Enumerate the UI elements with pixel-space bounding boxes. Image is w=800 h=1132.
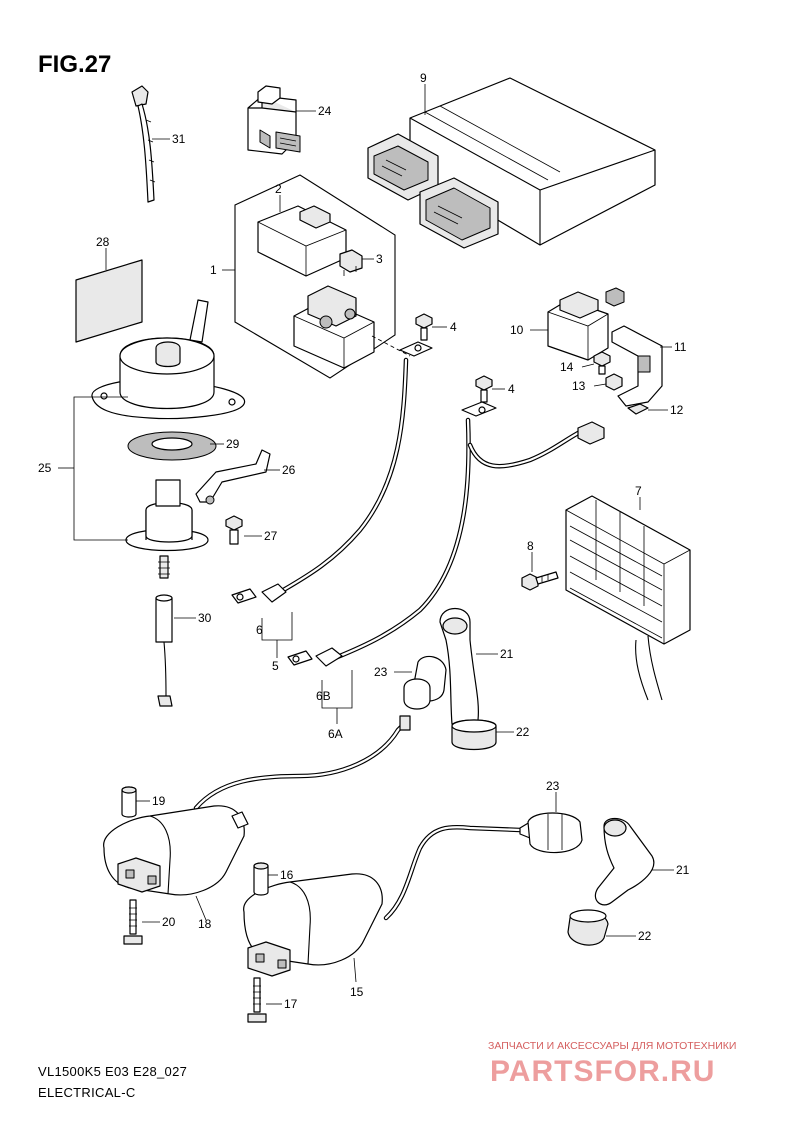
section-name: ELECTRICAL-C bbox=[38, 1085, 136, 1100]
part-ignition-coil-rear[interactable] bbox=[243, 824, 523, 977]
callout-6a: 6A bbox=[328, 727, 343, 741]
part-bracket-clip[interactable] bbox=[627, 403, 649, 415]
part-bracket-nut[interactable] bbox=[605, 373, 623, 391]
callout-16: 16 bbox=[280, 868, 294, 882]
part-cable-tie[interactable] bbox=[131, 85, 156, 203]
part-mount-bracket[interactable] bbox=[195, 449, 271, 505]
part-regulator[interactable] bbox=[565, 495, 691, 701]
part-flanged-sensor[interactable] bbox=[125, 479, 209, 579]
watermark-logo[interactable]: PARTSFOR.RU bbox=[490, 1055, 715, 1088]
part-flange-unit[interactable] bbox=[91, 299, 246, 420]
part-fuse[interactable] bbox=[339, 249, 363, 276]
callout-27: 27 bbox=[264, 529, 278, 543]
part-bracket-bolt[interactable] bbox=[225, 515, 243, 545]
callout-14: 14 bbox=[560, 360, 574, 374]
assembly-outline bbox=[234, 174, 396, 379]
callout-1: 1 bbox=[210, 263, 217, 277]
part-ecm[interactable] bbox=[367, 77, 656, 249]
part-cap-boot-upper[interactable] bbox=[403, 655, 447, 710]
callout-24: 24 bbox=[318, 104, 332, 118]
watermark-tagline: ЗАПЧАСТИ И АКСЕССУАРЫ ДЛЯ МОТОТЕХНИКИ bbox=[488, 1040, 736, 1052]
callout-11: 11 bbox=[674, 340, 687, 354]
callout-8: 8 bbox=[527, 539, 534, 553]
part-washer[interactable] bbox=[127, 431, 217, 461]
callout-31: 31 bbox=[172, 132, 186, 146]
part-sensor-bracket[interactable] bbox=[611, 325, 663, 407]
callout-12: 12 bbox=[670, 403, 684, 417]
callout-18: 18 bbox=[198, 917, 212, 931]
part-coil-bolt-rear[interactable] bbox=[247, 977, 267, 1023]
figure-title: FIG.27 bbox=[38, 51, 111, 78]
callout-28: 28 bbox=[96, 235, 110, 249]
callout-13: 13 bbox=[572, 379, 586, 393]
callout-10: 10 bbox=[510, 323, 524, 337]
part-ignition-coil-front[interactable] bbox=[103, 715, 411, 896]
callout-23-upper: 23 bbox=[374, 665, 388, 679]
part-bolt-top[interactable] bbox=[415, 313, 433, 341]
part-starter-relay[interactable] bbox=[293, 285, 375, 369]
part-relay-cover[interactable] bbox=[257, 205, 347, 277]
callout-4-top: 4 bbox=[450, 320, 457, 334]
callout-26: 26 bbox=[282, 463, 296, 477]
part-label-sheet[interactable] bbox=[75, 259, 143, 343]
part-bolt-mid[interactable] bbox=[475, 375, 493, 403]
callout-20: 20 bbox=[162, 915, 176, 929]
callout-3: 3 bbox=[376, 252, 383, 266]
part-cap-boot-lower[interactable] bbox=[519, 812, 583, 854]
callout-9: 9 bbox=[420, 71, 427, 85]
part-coil-bolt-front[interactable] bbox=[123, 899, 143, 945]
callout-23-lower: 23 bbox=[546, 779, 560, 793]
callout-2: 2 bbox=[275, 182, 282, 196]
callout-21-upper: 21 bbox=[500, 647, 514, 661]
callout-17: 17 bbox=[284, 997, 298, 1011]
callout-6b: 6B bbox=[316, 689, 331, 703]
callout-25: 25 bbox=[38, 461, 52, 475]
part-plug-cap-lower[interactable] bbox=[594, 817, 655, 906]
part-seal-ring-upper[interactable] bbox=[451, 719, 497, 751]
part-sensor[interactable] bbox=[547, 287, 625, 361]
callout-22-upper: 22 bbox=[516, 725, 530, 739]
part-plug-lead[interactable] bbox=[155, 594, 173, 707]
callout-30: 30 bbox=[198, 611, 212, 625]
part-regulator-bolt[interactable] bbox=[521, 571, 559, 591]
part-battery-lead[interactable] bbox=[231, 341, 433, 604]
part-plug-cap-upper[interactable] bbox=[439, 608, 479, 725]
part-bracket-screw[interactable] bbox=[593, 351, 611, 375]
callout-7: 7 bbox=[635, 484, 642, 498]
model-code: VL1500K5 E03 E28_027 bbox=[38, 1064, 187, 1079]
callout-22-lower: 22 bbox=[638, 929, 652, 943]
callout-6: 6 bbox=[256, 623, 263, 637]
part-seal-ring-lower[interactable] bbox=[567, 909, 609, 946]
callout-15: 15 bbox=[350, 985, 364, 999]
callout-21-lower: 21 bbox=[676, 863, 690, 877]
part-relay[interactable] bbox=[247, 85, 301, 155]
callout-5: 5 bbox=[272, 659, 279, 673]
part-coil-spacer-rear[interactable] bbox=[253, 862, 269, 896]
callout-19: 19 bbox=[152, 794, 166, 808]
callout-4-mid: 4 bbox=[508, 382, 515, 396]
part-ground-lead[interactable] bbox=[287, 401, 605, 667]
part-coil-spacer-front[interactable] bbox=[121, 786, 137, 818]
callout-29: 29 bbox=[226, 437, 240, 451]
